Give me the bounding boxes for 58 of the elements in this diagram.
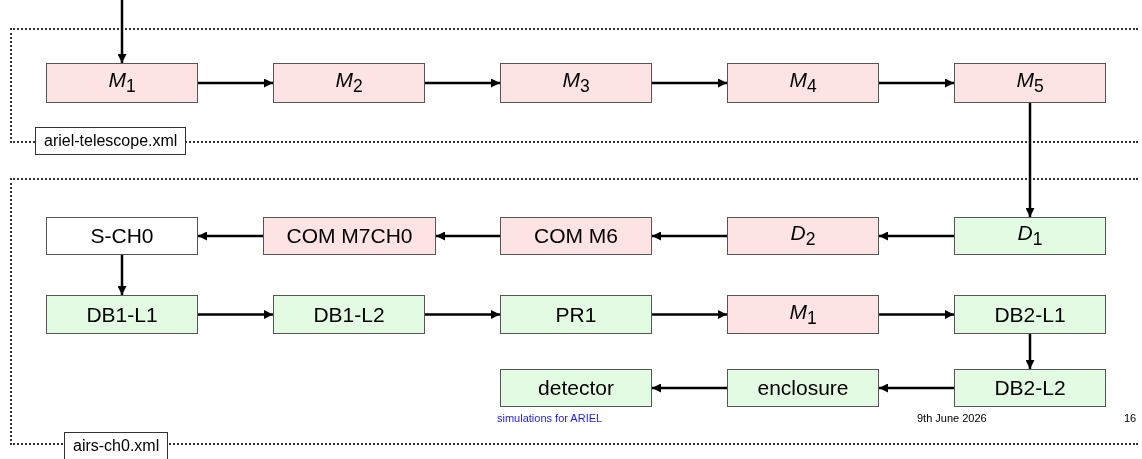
arrow: [425, 310, 500, 319]
arrow: [652, 310, 727, 319]
component-name: COM M6: [534, 224, 618, 248]
component-name: DB2-L2: [994, 376, 1066, 400]
arrow: [425, 78, 500, 88]
component-box: [46, 295, 198, 334]
arrow: [117, 255, 127, 295]
file-name-label: airs-ch0.xml: [64, 432, 169, 459]
component-box: [500, 63, 652, 103]
component-box: [954, 63, 1106, 103]
arrow: [879, 231, 954, 241]
arrow: [879, 310, 954, 319]
component-box: [46, 217, 198, 255]
component-name: detector: [538, 376, 614, 400]
component-name: PR1: [555, 302, 597, 327]
arrow: [652, 383, 727, 393]
arrow: [198, 310, 273, 319]
component-box: [727, 295, 879, 334]
component-name: M$_{1}$: [108, 68, 136, 98]
component-name: D$_{2}$: [790, 221, 816, 251]
component-name: D$_{1}$: [1017, 221, 1043, 251]
component-box: [500, 217, 652, 255]
component-box: [500, 369, 652, 407]
component-box: [500, 295, 652, 334]
component-name: DB1-L1: [86, 302, 158, 327]
component-name: M$_{2}$: [335, 68, 363, 98]
component-name: COM M7CH0: [286, 224, 413, 248]
component-box: [727, 63, 879, 103]
arrow: [436, 231, 500, 241]
component-box: [954, 217, 1106, 255]
component-name: M$_{5}$: [1016, 68, 1044, 98]
arrow: [879, 78, 954, 88]
arrow: [652, 231, 727, 241]
page-number: 16: [1124, 412, 1137, 424]
component-box: [727, 369, 879, 407]
component-box: [954, 369, 1106, 407]
component-name: DB2-L1: [994, 302, 1066, 327]
arrow: [198, 231, 263, 241]
file-name-label: ariel-telescope.xml: [35, 127, 187, 155]
arrow: [879, 383, 954, 393]
arrow: [117, 0, 127, 63]
component-box: [46, 63, 198, 103]
footer-date: 9th June 2026: [917, 412, 987, 424]
component-box: [263, 217, 436, 255]
component-name: M$_{3}$: [562, 68, 590, 98]
component-box: [954, 295, 1106, 334]
arrow: [1025, 103, 1035, 217]
arrow: [652, 78, 727, 88]
component-box: [273, 63, 425, 103]
arrow: [198, 78, 273, 88]
component-box: [727, 217, 879, 255]
component-name: DB1-L2: [313, 302, 385, 327]
component-name: M$_{4}$: [789, 68, 817, 98]
component-name: M$_{1}$: [789, 299, 817, 330]
component-box: [273, 295, 425, 334]
arrow: [1025, 334, 1035, 369]
component-name: enclosure: [757, 376, 849, 400]
component-name: S-CH0: [90, 224, 154, 248]
